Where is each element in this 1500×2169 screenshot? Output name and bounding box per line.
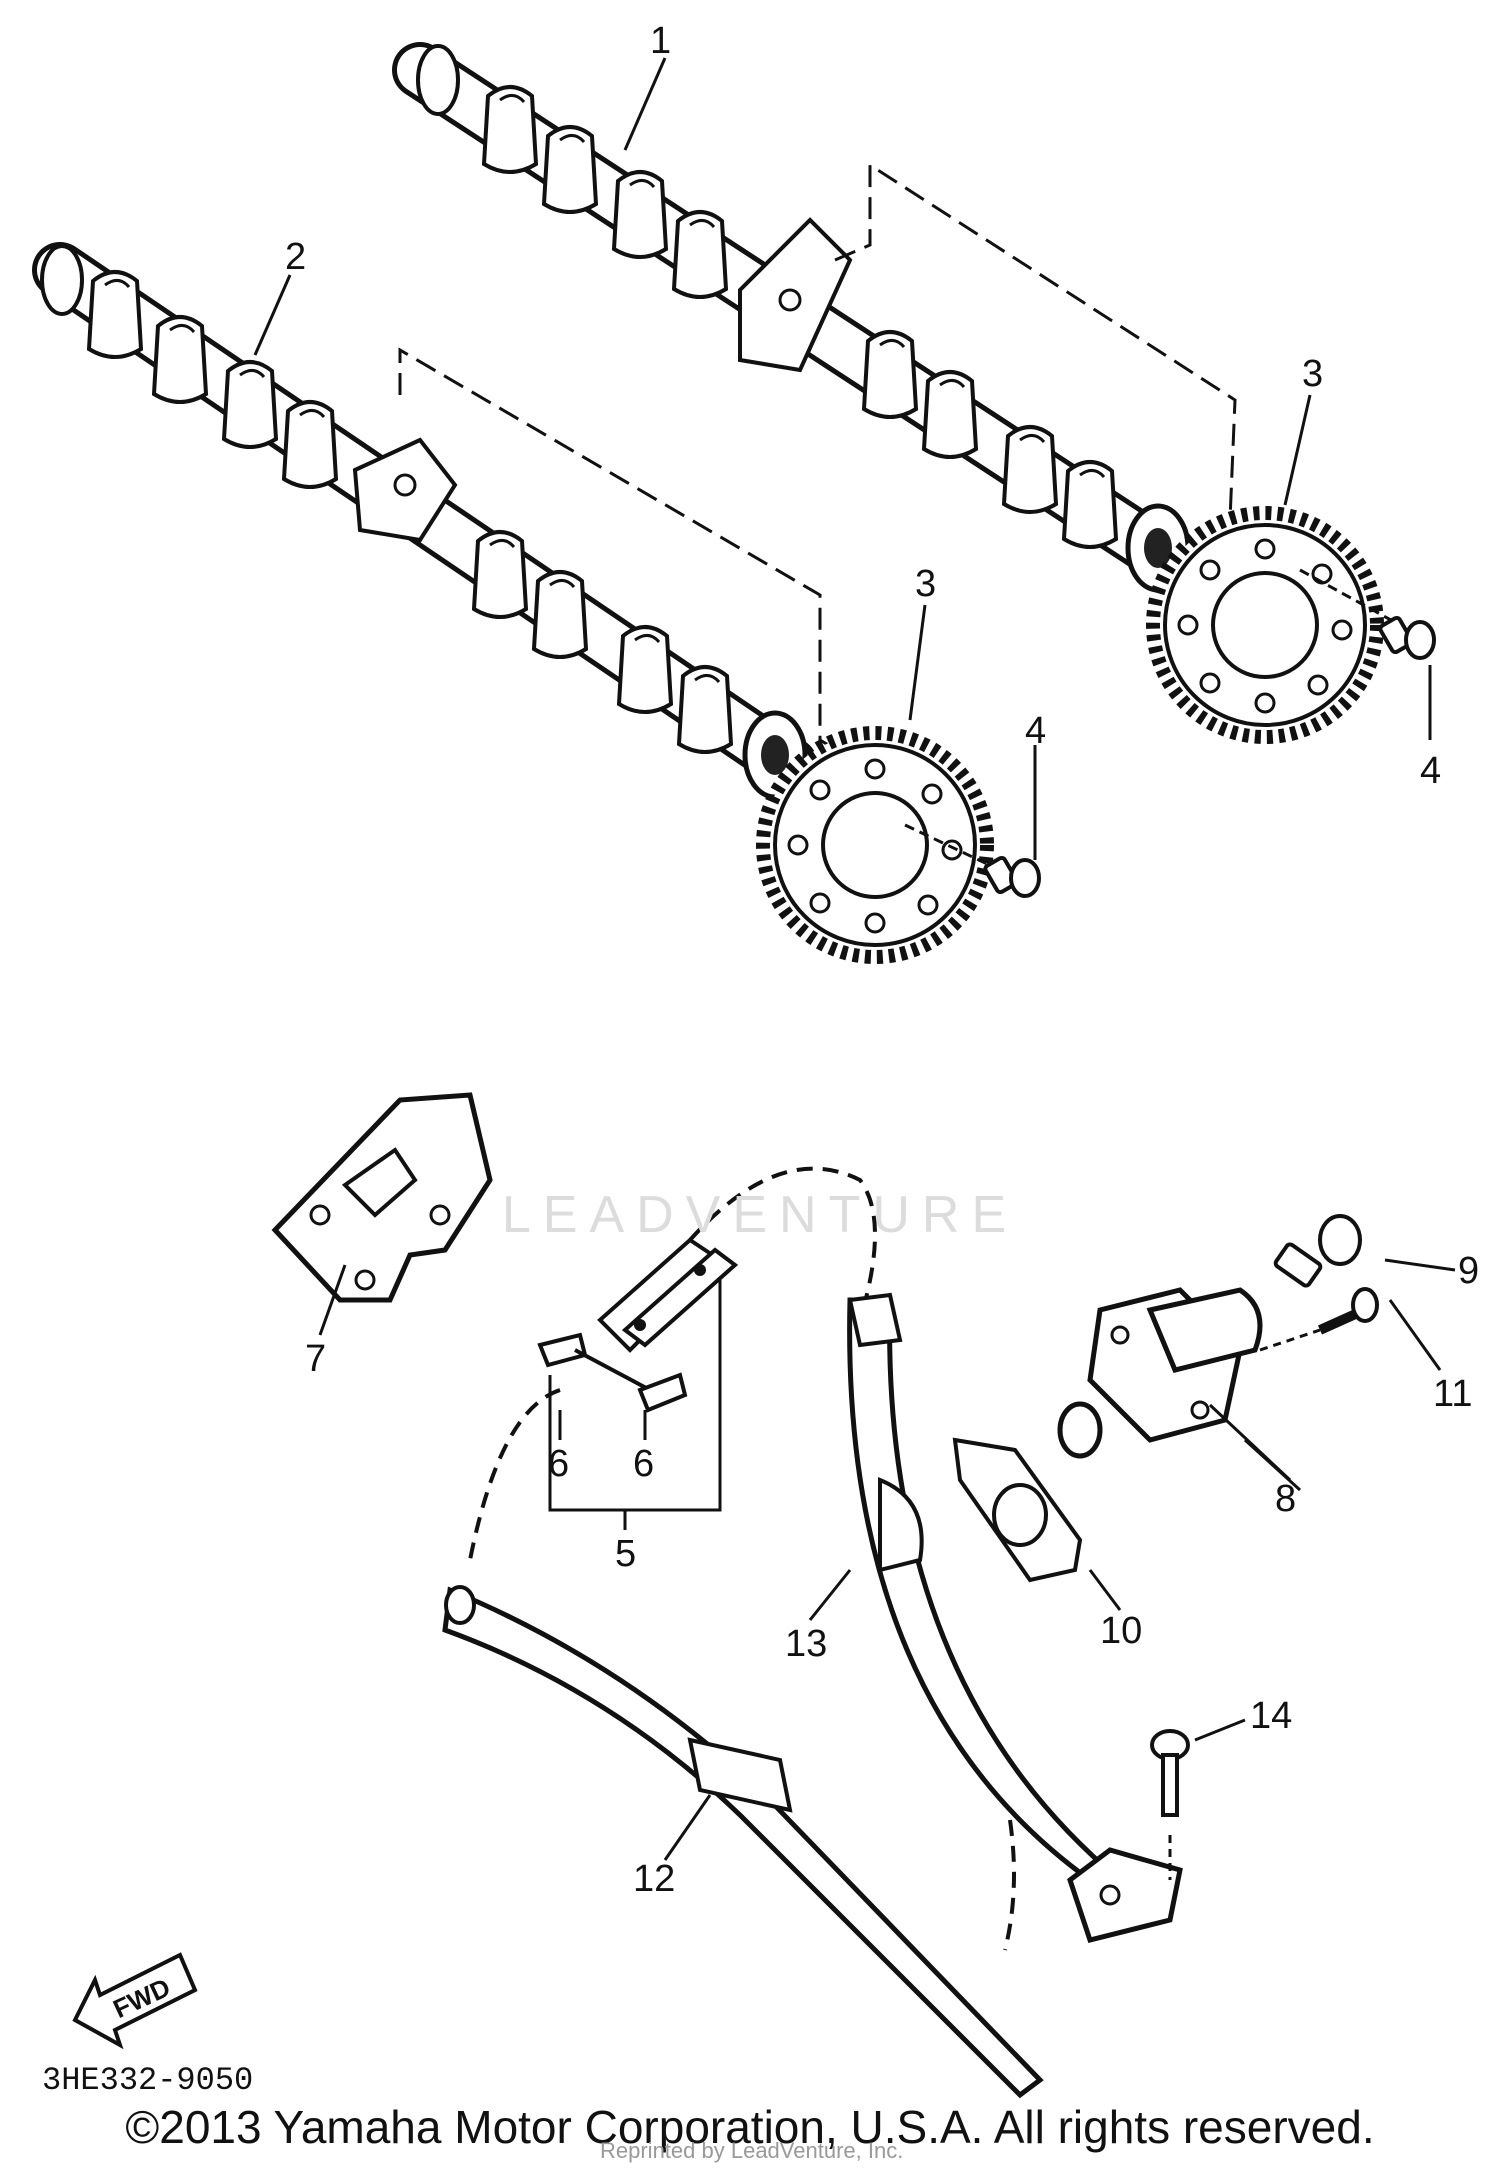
copyright-notice: ©2013 Yamaha Motor Corporation, U.S.A. A… <box>125 2101 1375 2153</box>
callout-4-upper: 4 <box>1420 750 1442 792</box>
callout-8: 8 <box>1275 1478 1297 1520</box>
callout-10: 10 <box>1100 1610 1143 1652</box>
callout-3-lower: 3 <box>915 563 937 605</box>
guide-bolt <box>1150 1729 1190 1880</box>
camshaft-1 <box>392 42 1198 593</box>
chain-guide-front <box>442 1585 1044 2099</box>
sprocket-bolt-upper <box>1299 568 1436 660</box>
cam-chain <box>468 1166 1016 1951</box>
callout-5: 5 <box>615 1533 637 1575</box>
callout-12: 12 <box>633 1858 676 1900</box>
callout-3-upper: 3 <box>1302 353 1324 395</box>
watermark: LEADVENTURE <box>501 1186 1019 1244</box>
fwd-arrow-icon <box>72 1952 198 2050</box>
callout-1: 1 <box>650 20 672 62</box>
tensioner-gasket <box>952 1437 1083 1583</box>
tensioner-cap-bolt <box>1273 1214 1362 1288</box>
callout-11: 11 <box>1433 1373 1473 1415</box>
camshaft-2 <box>32 242 818 800</box>
callout-6-left: 6 <box>548 1443 570 1485</box>
callout-9: 9 <box>1458 1250 1480 1292</box>
chain-tensioner <box>1057 1287 1292 1482</box>
leader-lines <box>253 57 1456 1861</box>
callout-14: 14 <box>1250 1695 1293 1737</box>
callout-13: 13 <box>785 1623 828 1665</box>
sprocket-bolt-lower <box>904 823 1041 898</box>
callout-7: 7 <box>305 1338 327 1380</box>
chain-guide-top <box>271 1092 493 1303</box>
part-code: 3HE332-9050 <box>42 2062 254 2099</box>
chain-guide-rear <box>847 1292 1183 1943</box>
callout-2: 2 <box>285 236 307 278</box>
reprint-notice: Reprinted by LeadVenture, Inc. <box>600 2138 904 2163</box>
reference-lines <box>398 162 1237 772</box>
tensioner-bolt <box>1259 1287 1379 1352</box>
chain-link-set <box>537 1237 739 1413</box>
callout-6-right: 6 <box>633 1443 655 1485</box>
cam-sprocket-upper <box>1146 506 1384 744</box>
cam-sprocket-lower <box>756 726 994 964</box>
callout-4-lower: 4 <box>1025 710 1047 752</box>
